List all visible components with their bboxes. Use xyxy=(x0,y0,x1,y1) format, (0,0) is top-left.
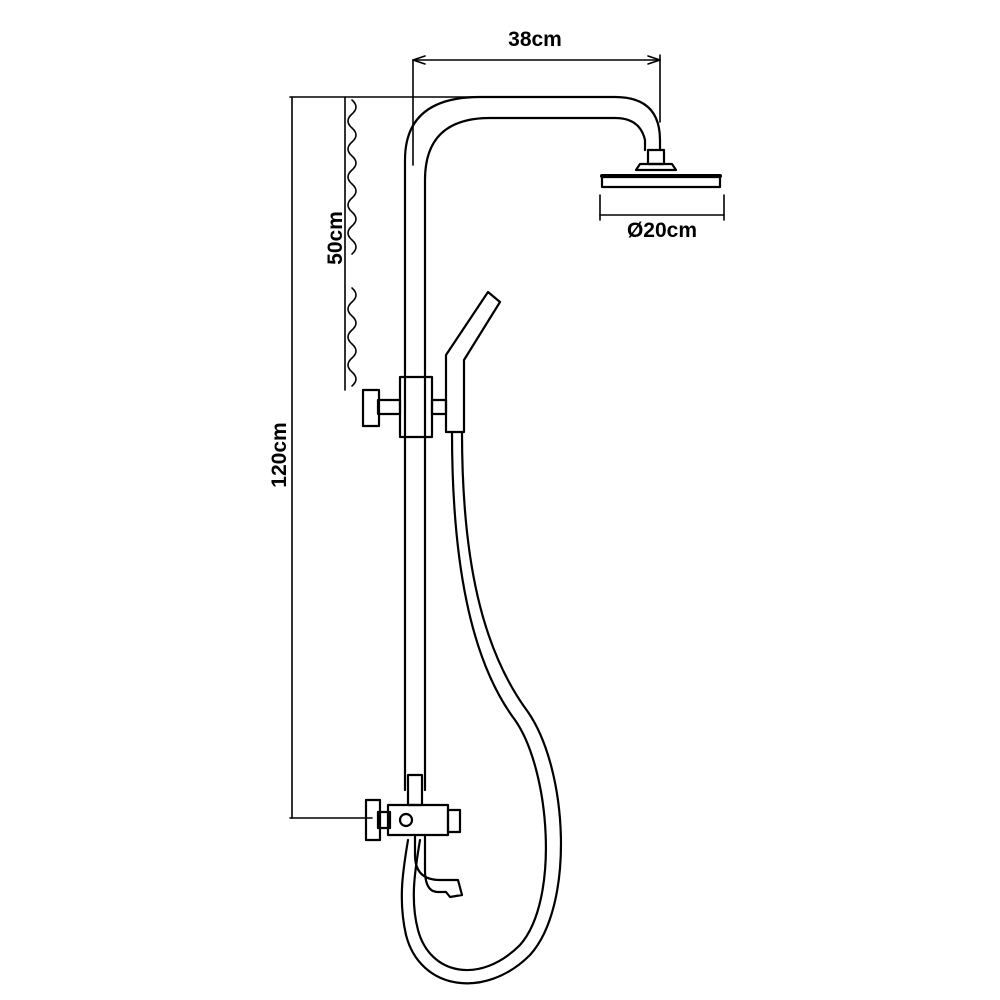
diameter-label: Ø20cm xyxy=(627,219,697,242)
mixer-valve xyxy=(364,773,462,842)
wavy-break-lower xyxy=(347,287,357,387)
shower-head: Ø20cm xyxy=(599,148,725,242)
hand-shower xyxy=(444,290,502,434)
flex-hose xyxy=(400,430,563,985)
width-label: 38cm xyxy=(508,28,562,51)
wavy-break-upper xyxy=(347,99,357,255)
bath-spout xyxy=(413,833,464,899)
slide-dimension: 50cm xyxy=(324,96,357,391)
height-dimension: 120cm xyxy=(268,96,481,819)
slide-label: 50cm xyxy=(324,211,347,265)
riser-pipe xyxy=(403,95,662,792)
slider-knob xyxy=(361,388,381,428)
height-label: 120cm xyxy=(268,422,291,487)
width-dimension: 38cm xyxy=(412,28,661,166)
mixer-handle xyxy=(364,798,382,842)
